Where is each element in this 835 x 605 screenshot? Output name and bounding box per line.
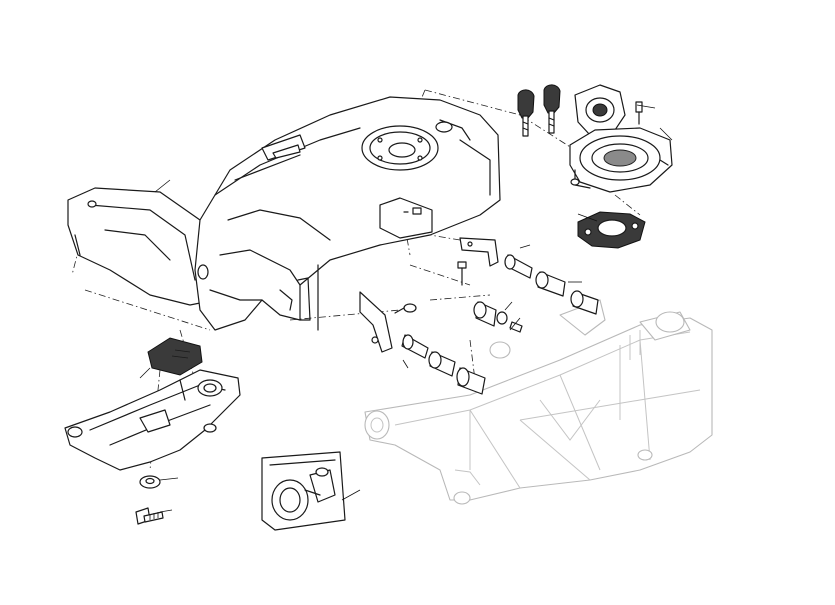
fuel-pump-flange bbox=[261, 451, 346, 531]
support-plate bbox=[64, 369, 241, 471]
fuel-filler-cap bbox=[569, 84, 673, 193]
filler-cap-gasket bbox=[577, 211, 646, 249]
mounting-bracket-left bbox=[359, 291, 486, 395]
ignition-keys bbox=[517, 84, 561, 137]
bolt bbox=[135, 507, 164, 525]
fuel-tank bbox=[194, 96, 501, 331]
leader-lines bbox=[139, 104, 673, 513]
center-hardware bbox=[394, 261, 599, 333]
washer bbox=[139, 475, 161, 489]
rubber-pad bbox=[147, 337, 203, 376]
frame bbox=[364, 299, 713, 505]
mounting-bracket-right bbox=[459, 237, 566, 297]
tank-rear-bracket bbox=[67, 187, 216, 306]
